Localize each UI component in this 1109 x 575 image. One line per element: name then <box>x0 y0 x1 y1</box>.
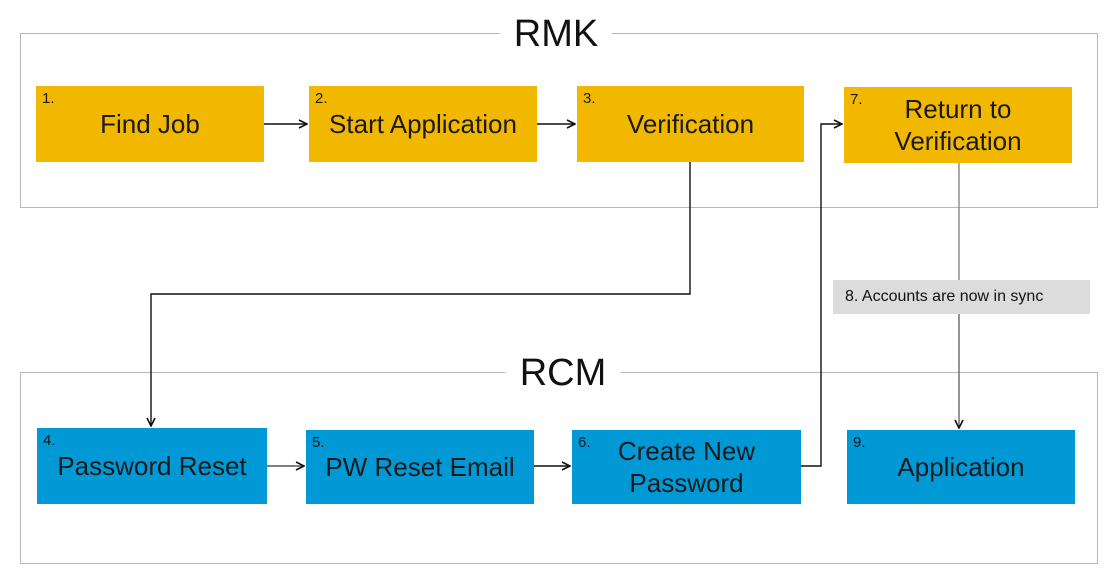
node-application: 9. Application <box>847 430 1075 504</box>
node-find-job: 1. Find Job <box>36 86 264 162</box>
node-label: Create New Password <box>617 436 756 498</box>
node-number: 1. <box>42 90 55 107</box>
node-label: Application <box>897 452 1025 482</box>
node-return-to-verification: 7. Return to Verification <box>844 87 1072 163</box>
node-create-new-password: 6. Create New Password <box>572 430 801 504</box>
node-verification: 3. Verification <box>577 86 804 162</box>
node-password-reset: 4. Password Reset <box>37 428 267 504</box>
node-label: Start Application <box>329 109 517 139</box>
node-label: Find Job <box>100 109 200 139</box>
node-label: Verification <box>626 109 755 139</box>
node-label: PW Reset Email <box>325 452 515 482</box>
edge-verification-to-password-reset <box>151 162 691 426</box>
node-number: 7. <box>850 91 863 108</box>
node-number: 9. <box>853 434 866 451</box>
node-number: 6. <box>578 434 591 451</box>
group-title-rmk: RMK <box>499 14 613 54</box>
node-label: Password Reset <box>57 451 247 481</box>
edge-label-accounts-in-sync: 8. Accounts are now in sync <box>833 280 1090 314</box>
node-number: 5. <box>312 434 325 451</box>
node-label: Return to Verification <box>894 94 1022 156</box>
edge-create-new-password-to-return-to-verification <box>801 124 842 467</box>
node-start-application: 2. Start Application <box>309 86 537 162</box>
node-pw-reset-email: 5. PW Reset Email <box>306 430 534 504</box>
node-number: 2. <box>315 90 328 107</box>
node-number: 3. <box>583 90 596 107</box>
group-title-rcm: RCM <box>505 353 621 393</box>
node-number: 4. <box>43 432 56 449</box>
